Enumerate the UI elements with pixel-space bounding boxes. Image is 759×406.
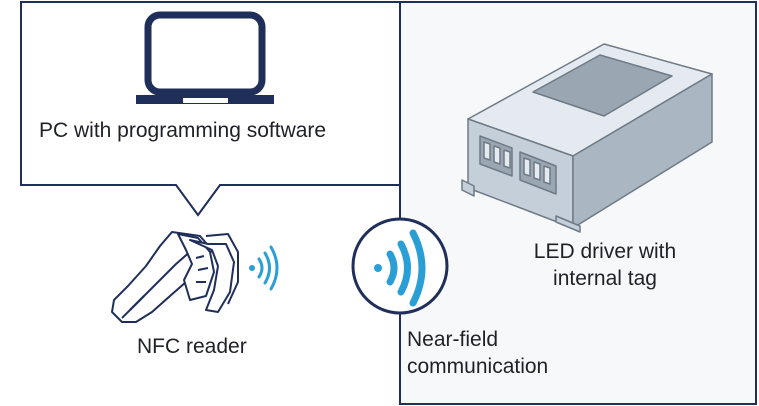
led-driver-label: LED driver with internal tag — [533, 240, 677, 290]
pc-callout-bubble — [20, 1, 401, 217]
computer-icon — [136, 11, 274, 104]
nfc-symbol-icon — [351, 217, 449, 315]
nfc-reader-icon — [111, 231, 239, 323]
nfc-reader-label: NFC reader — [137, 335, 247, 358]
near-field-label: Near-field communication — [407, 328, 549, 378]
led-driver-box-icon — [461, 43, 713, 233]
pc-label: PC with programming software — [39, 119, 327, 142]
wireless-waves-icon — [249, 245, 279, 291]
